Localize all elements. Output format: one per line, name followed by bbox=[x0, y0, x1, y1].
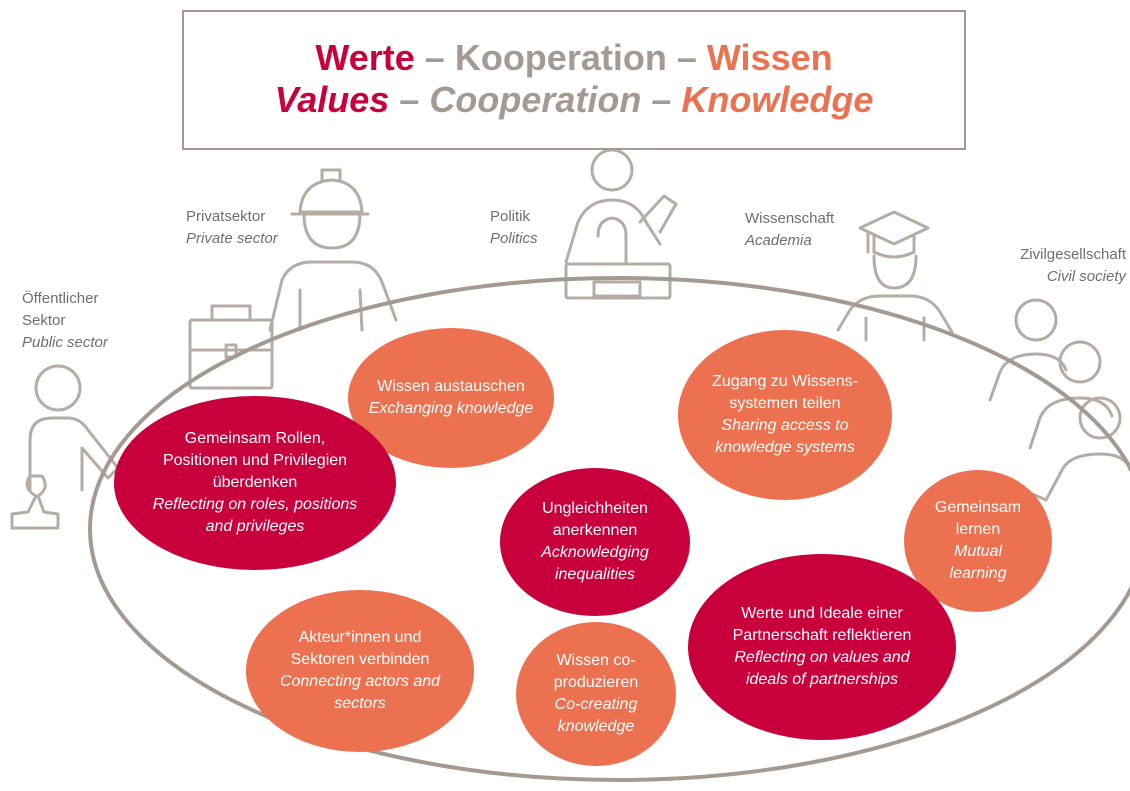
actor-politics-en: Politics bbox=[490, 230, 538, 247]
bubble-mutual: Gemeinsam lernen Mutual learning bbox=[904, 470, 1052, 612]
title-en-knowledge: Knowledge bbox=[681, 79, 874, 120]
bubble-ideals: Werte und Ideale einer Partnerschaft ref… bbox=[688, 554, 956, 740]
civil-society-people-icon bbox=[988, 298, 1130, 502]
actor-private-en: Private sector bbox=[186, 230, 278, 247]
briefcase-icon bbox=[188, 304, 274, 390]
bubble-connect: Akteur*innen und Sektoren verbinden Conn… bbox=[246, 590, 474, 752]
politics-person-icon bbox=[564, 148, 678, 264]
title-de-values: Werte bbox=[315, 37, 415, 78]
actor-label-private: Privatsektor Private sector bbox=[186, 206, 306, 250]
actor-label-politics: Politik Politics bbox=[490, 206, 570, 250]
actor-label-civil: Zivilgesellschaft Civil society bbox=[968, 244, 1126, 288]
bubble-access-en: Sharing access to knowledge systems bbox=[715, 417, 855, 456]
actor-public-en: Public sector bbox=[22, 334, 108, 351]
bubble-cocreate-en: Co-creating knowledge bbox=[554, 696, 638, 735]
title-de-sep1: – bbox=[424, 37, 445, 78]
title-german: Werte – Kooperation – Wissen bbox=[184, 38, 964, 78]
stamp-icon bbox=[10, 474, 60, 530]
title-en-cooperation: Cooperation bbox=[429, 79, 642, 120]
bubble-exchange-de: Wissen austauschen bbox=[377, 378, 525, 395]
bubble-ideals-de: Werte und Ideale einer Partnerschaft ref… bbox=[732, 605, 912, 644]
actor-academia-de: Wissenschaft bbox=[745, 210, 835, 227]
bubble-exchange-en: Exchanging knowledge bbox=[368, 400, 534, 417]
bubble-inequalities-de: Ungleichheiten anerkennen bbox=[542, 500, 648, 539]
bubble-roles-en: Reflecting on roles, positions and privi… bbox=[152, 496, 358, 535]
bubble-access-de: Zugang zu Wissens-systemen teilen bbox=[712, 373, 858, 412]
bubble-inequalities-en: Acknowledging inequalities bbox=[541, 544, 649, 583]
actor-civil-de: Zivilgesellschaft bbox=[1020, 246, 1126, 263]
title-en-sep1: – bbox=[399, 79, 420, 120]
bubble-ideals-en: Reflecting on values and ideals of partn… bbox=[734, 649, 910, 688]
bubble-access: Zugang zu Wissens-systemen teilen Sharin… bbox=[678, 330, 892, 500]
actor-private-de: Privatsektor bbox=[186, 208, 266, 225]
title-english: Values – Cooperation – Knowledge bbox=[184, 78, 964, 122]
title-box: Werte – Kooperation – Wissen Values – Co… bbox=[182, 10, 966, 150]
bubble-inequalities: Ungleichheiten anerkennen Acknowledging … bbox=[500, 468, 690, 616]
bubble-mutual-de: Gemeinsam lernen bbox=[934, 499, 1022, 538]
bubble-connect-de: Akteur*innen und Sektoren verbinden bbox=[290, 629, 430, 668]
public-sector-person-icon bbox=[28, 364, 120, 492]
cooperation-ellipse bbox=[88, 276, 1130, 782]
bubble-roles: Gemeinsam Rollen, Positionen und Privile… bbox=[114, 396, 396, 570]
actor-politics-de: Politik bbox=[490, 208, 531, 225]
actor-civil-en: Civil society bbox=[1046, 268, 1126, 285]
actor-label-academia: Wissenschaft Academia bbox=[745, 208, 855, 252]
title-en-sep2: – bbox=[651, 79, 672, 120]
bubble-connect-en: Connecting actors and sectors bbox=[279, 673, 441, 712]
bubble-cocreate-de: Wissen co-produzieren bbox=[553, 652, 639, 691]
podium-icon bbox=[564, 262, 672, 300]
title-de-cooperation: Kooperation bbox=[454, 37, 667, 78]
title-en-values: Values bbox=[274, 79, 390, 120]
graduation-cap-icon bbox=[858, 210, 930, 259]
bubble-mutual-en: Mutual learning bbox=[949, 543, 1007, 582]
actor-academia-en: Academia bbox=[745, 232, 812, 249]
bubble-roles-de: Gemeinsam Rollen, Positionen und Privile… bbox=[162, 430, 348, 491]
actor-public-de: Öffentlicher Sektor bbox=[22, 290, 99, 329]
title-de-sep2: – bbox=[676, 37, 697, 78]
title-de-knowledge: Wissen bbox=[706, 37, 833, 78]
actor-label-public: Öffentlicher Sektor Public sector bbox=[22, 288, 132, 354]
bubble-cocreate: Wissen co-produzieren Co-creating knowle… bbox=[516, 622, 676, 766]
